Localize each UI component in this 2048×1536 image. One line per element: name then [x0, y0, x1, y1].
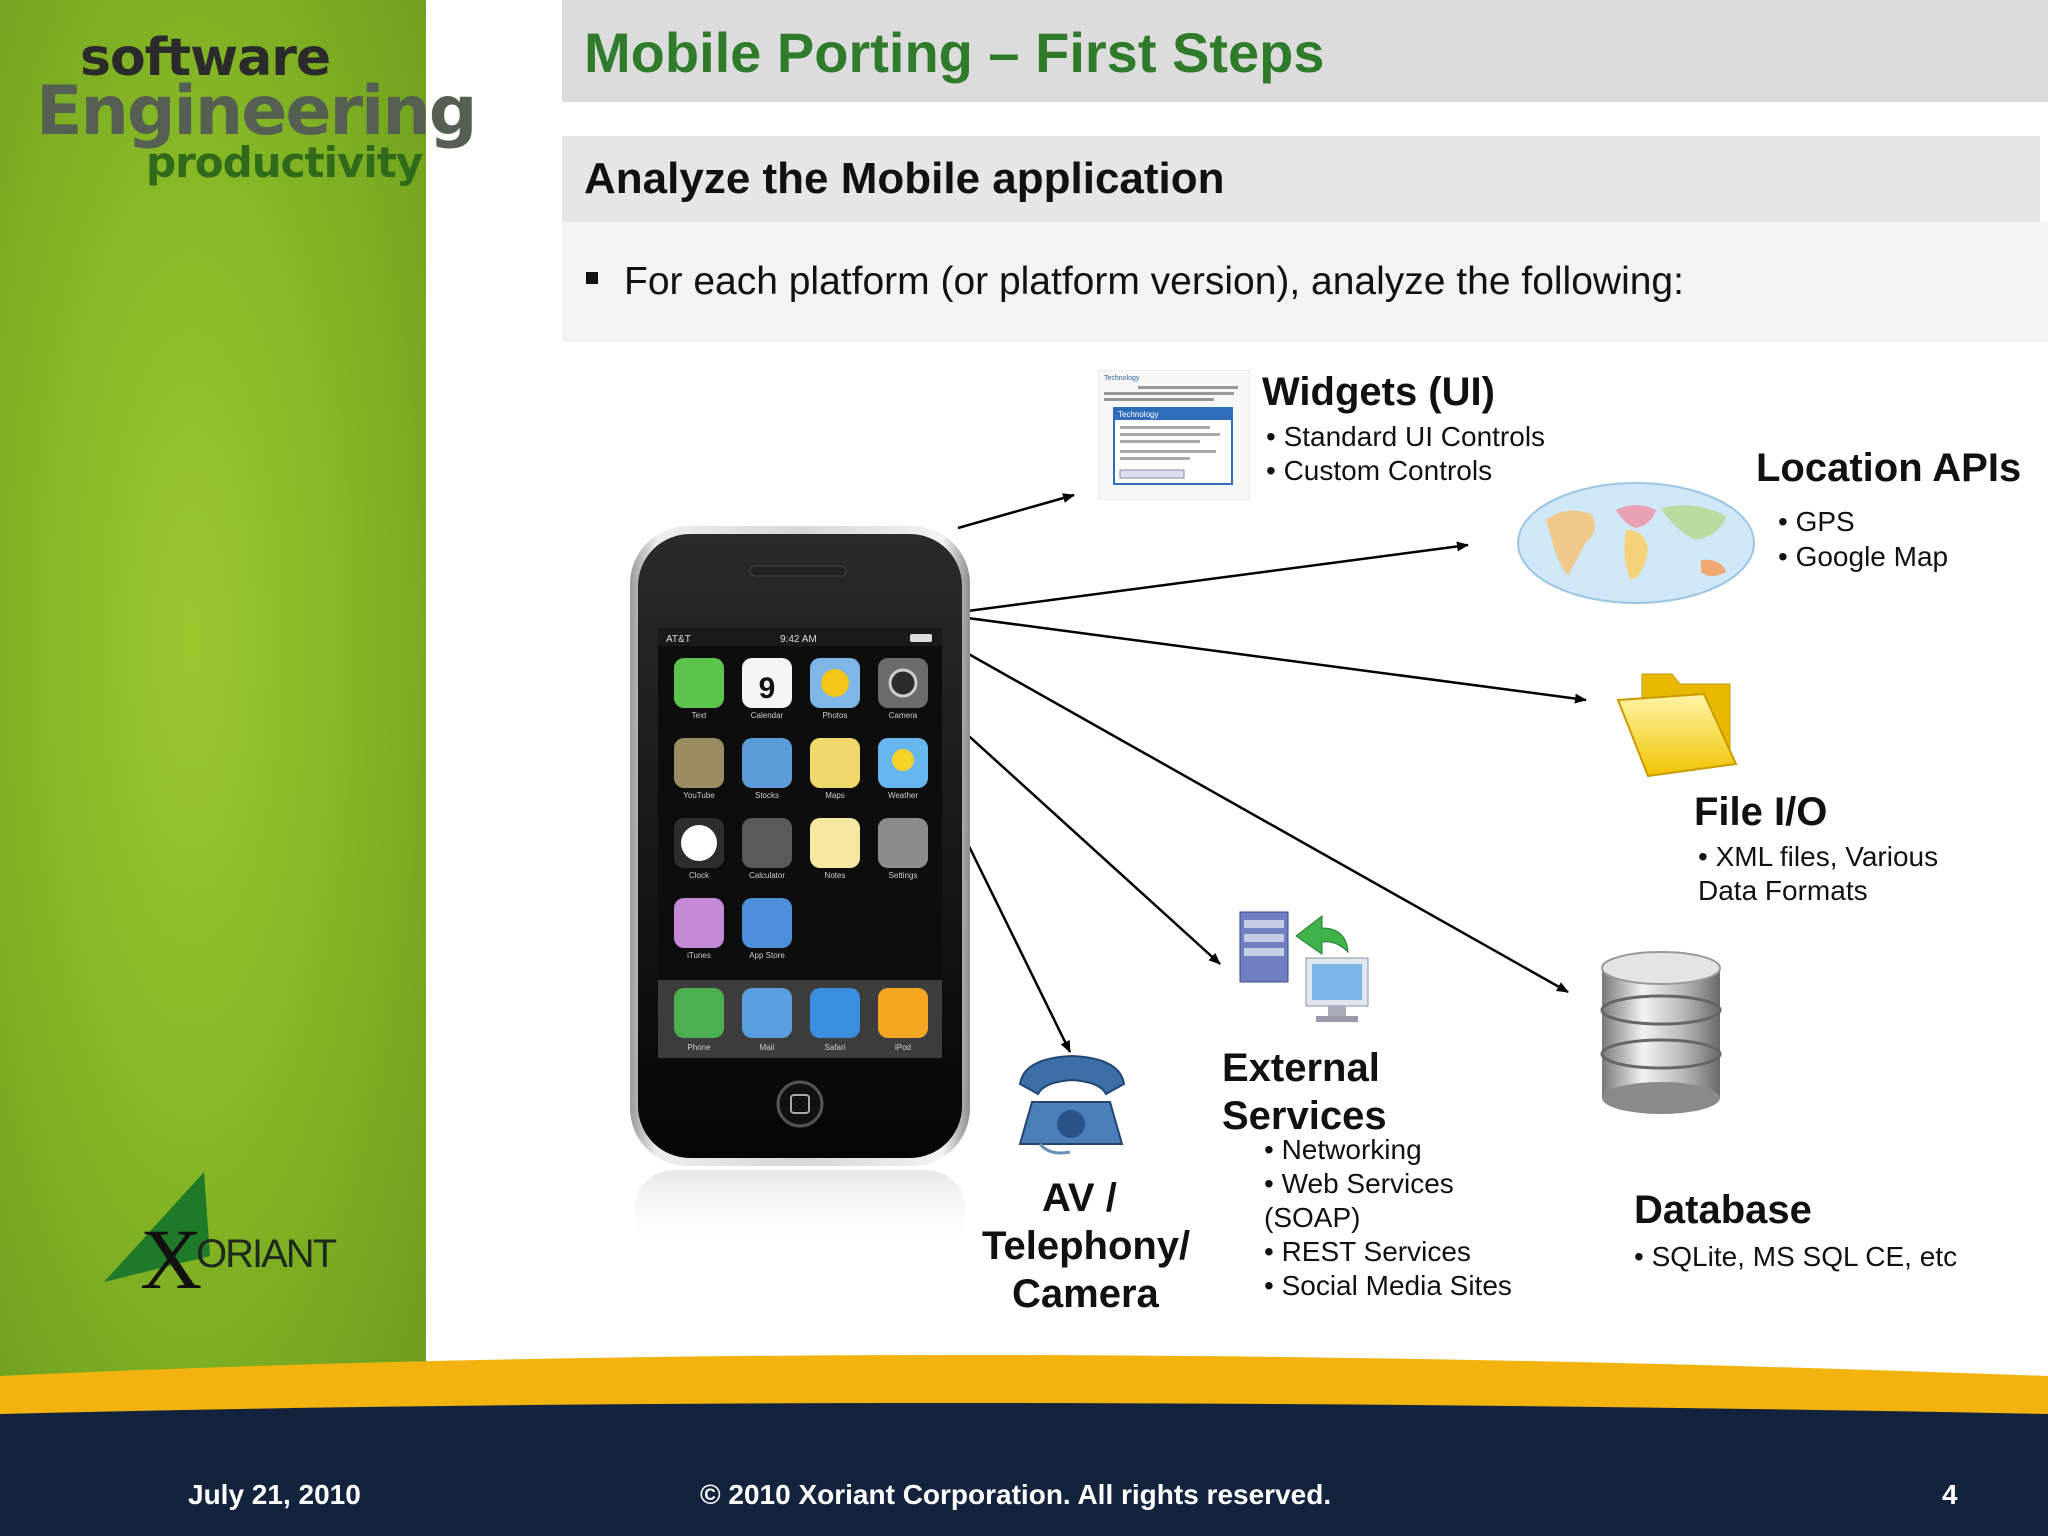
app-label: Stocks: [755, 791, 779, 800]
app-label: Weather: [888, 791, 918, 800]
database-icon: [1600, 951, 1722, 1114]
widget-thumb-header: Technology: [1118, 410, 1158, 419]
app-label: Photos: [823, 711, 848, 720]
database-item: • SQLite, MS SQL CE, etc: [1634, 1241, 1958, 1272]
slide-title: Mobile Porting – First Steps: [584, 21, 1325, 84]
av-line3: Camera: [1012, 1272, 1159, 1316]
xoriant-logo: X: [104, 1172, 210, 1300]
app-label: Notes: [825, 871, 846, 880]
app-label: YouTube: [683, 791, 715, 800]
sidebar-panel: software Engineering productivity X ORIA…: [0, 0, 477, 1420]
folder-icon: [1616, 673, 1738, 778]
world-map-icon: [1517, 482, 1755, 604]
external-item: • REST Services: [1264, 1236, 1471, 1267]
xoriant-logo-initial: X: [140, 1211, 202, 1300]
brand-engineering: Engineering: [36, 72, 477, 151]
app-label: iTunes: [687, 951, 711, 960]
bullet-area: For each platform (or platform version),…: [562, 222, 2048, 342]
fileio-heading: File I/O: [1694, 790, 1828, 834]
external-heading-line2: Services: [1222, 1094, 1387, 1138]
arrow-to-fileio: [959, 615, 1587, 704]
app-grid: 9: [674, 658, 928, 948]
external-item: • Web Services: [1264, 1168, 1454, 1199]
fileio-item: Data Formats: [1698, 875, 1868, 906]
square-bullet-icon: [586, 272, 598, 284]
app-label: App Store: [749, 951, 785, 960]
iphone-image: AT&T 9:42 AM 9 Text Calendar Photos Came…: [630, 526, 970, 1250]
av-line2: Telephony/: [982, 1224, 1191, 1268]
av-line1: AV /: [1042, 1176, 1117, 1220]
status-carrier: AT&T: [666, 634, 691, 645]
app-label: Calendar: [751, 711, 784, 720]
external-item: • Social Media Sites: [1264, 1270, 1512, 1301]
brand-productivity: productivity: [146, 138, 423, 187]
telephone-icon: [1018, 1054, 1126, 1155]
external-heading-line1: External: [1222, 1046, 1380, 1090]
footer-copyright: © 2010 Xoriant Corporation. All rights r…: [700, 1479, 1332, 1510]
xoriant-wordmark: ORIANT: [196, 1232, 337, 1276]
location-heading: Location APIs: [1756, 446, 2022, 490]
app-label: Clock: [689, 871, 710, 880]
footer-band: [0, 1355, 2048, 1536]
bullet-text: For each platform (or platform version),…: [624, 260, 1684, 303]
status-time: 9:42 AM: [780, 634, 817, 645]
app-labels: Text Calendar Photos Camera YouTube Stoc…: [683, 711, 918, 960]
calendar-day: 9: [759, 672, 776, 705]
slide-subtitle: Analyze the Mobile application: [584, 154, 1225, 203]
external-item: (SOAP): [1264, 1202, 1361, 1233]
dock-label: Phone: [687, 1043, 711, 1052]
location-item: • GPS: [1778, 506, 1855, 537]
footer-date: July 21, 2010: [188, 1479, 361, 1510]
widgets-item: • Standard UI Controls: [1266, 421, 1546, 452]
database-heading: Database: [1634, 1188, 1812, 1232]
dock-label: Mail: [760, 1043, 775, 1052]
title-bar: Mobile Porting – First Steps: [562, 0, 2048, 102]
location-item: • Google Map: [1778, 541, 1949, 572]
app-label: Calculator: [749, 871, 785, 880]
widget-thumbnail: Technology Technology: [1098, 370, 1250, 500]
widgets-item: • Custom Controls: [1266, 455, 1493, 486]
app-label: Settings: [889, 871, 918, 880]
fileio-item: • XML files, Various: [1698, 841, 1939, 872]
dock-label: Safari: [825, 1043, 846, 1052]
dock-labels: Phone Mail Safari iPod: [687, 1043, 911, 1052]
app-label: Text: [692, 711, 707, 720]
brand-software: software: [80, 28, 331, 88]
external-item: • Networking: [1264, 1134, 1422, 1165]
app-label: Maps: [825, 791, 845, 800]
subtitle-bar: Analyze the Mobile application: [562, 136, 2040, 222]
arrow-to-external: [959, 727, 1221, 965]
widget-thumb-title: Technology: [1104, 375, 1140, 382]
dock-label: iPod: [895, 1043, 911, 1052]
network-server-icon: [1239, 911, 1369, 1022]
widgets-heading: Widgets (UI): [1262, 370, 1495, 414]
footer-page-number: 4: [1942, 1479, 1958, 1510]
arrow-to-location: [959, 541, 1469, 614]
app-label: Camera: [889, 711, 918, 720]
